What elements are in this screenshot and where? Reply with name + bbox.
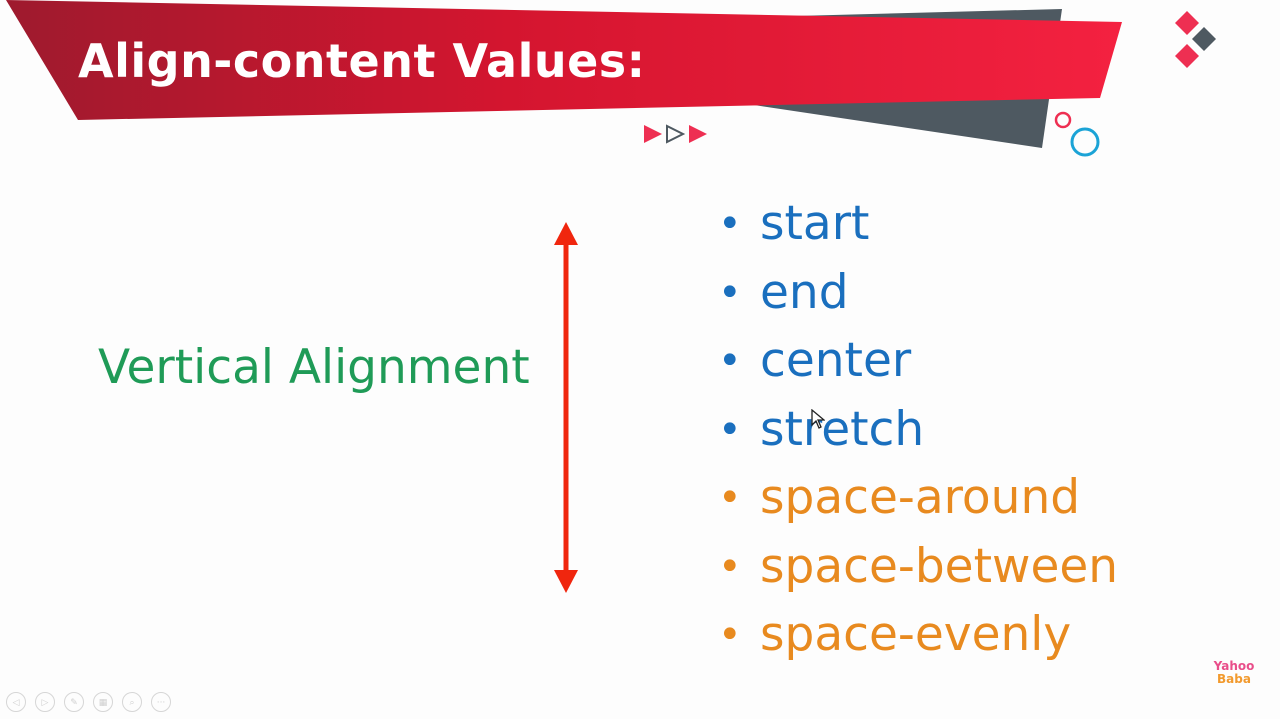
value-label: start [760, 196, 870, 251]
play-triangle-3 [689, 125, 707, 143]
more-options-icon[interactable]: ··· [151, 692, 171, 712]
value-item-center: • center [718, 327, 1118, 396]
diamond-red-bottom [1175, 44, 1199, 68]
value-item-end: • end [718, 259, 1118, 328]
vertical-arrow-head-down [554, 570, 578, 593]
mouse-cursor-icon [811, 409, 825, 429]
diamond-red-top [1175, 11, 1199, 35]
presentation-controls: ◁ ▷ ✎ ▦ ⌕ ··· [6, 692, 171, 712]
ring-pink [1054, 111, 1072, 129]
next-slide-icon[interactable]: ▷ [35, 692, 55, 712]
bullet-icon: • [718, 475, 742, 521]
yahoo-baba-logo: Yahoo Baba [1208, 660, 1260, 686]
bullet-icon: • [718, 612, 742, 658]
value-label: end [760, 264, 849, 320]
bullet-icon: • [718, 338, 742, 384]
bullet-icon: • [718, 543, 742, 590]
play-triangle-2 [666, 124, 686, 144]
vertical-alignment-label: Vertical Alignment [98, 340, 530, 395]
bullet-icon: • [718, 269, 742, 316]
value-label: center [760, 333, 912, 388]
logo-line-2: Baba [1217, 672, 1251, 686]
value-item-stretch: • stretch [718, 396, 1118, 465]
slides-grid-icon[interactable]: ▦ [93, 692, 113, 712]
ring-blue [1070, 127, 1100, 157]
value-item-space-evenly: • space-evenly [718, 601, 1118, 670]
values-list: • start • end • center • stretch • space… [718, 190, 1118, 670]
pen-icon[interactable]: ✎ [64, 692, 84, 712]
bullet-icon: • [718, 201, 742, 247]
zoom-icon[interactable]: ⌕ [122, 692, 142, 712]
value-label: space-between [760, 538, 1119, 594]
value-item-space-around: • space-around [718, 464, 1118, 533]
vertical-arrow-head-up [554, 222, 578, 245]
diamond-gray [1192, 27, 1216, 51]
value-item-start: • start [718, 190, 1118, 259]
slide-title: Align-content Values: [78, 34, 646, 88]
value-label: stretch [760, 401, 925, 457]
logo-line-1: Yahoo [1213, 659, 1255, 673]
bullet-icon: • [718, 406, 742, 453]
title-banner [6, 0, 1122, 120]
play-triangle-1 [644, 125, 662, 143]
value-label: space-around [760, 470, 1081, 525]
prev-slide-icon[interactable]: ◁ [6, 692, 26, 712]
value-label: space-evenly [760, 607, 1072, 662]
value-item-space-between: • space-between [718, 533, 1118, 602]
